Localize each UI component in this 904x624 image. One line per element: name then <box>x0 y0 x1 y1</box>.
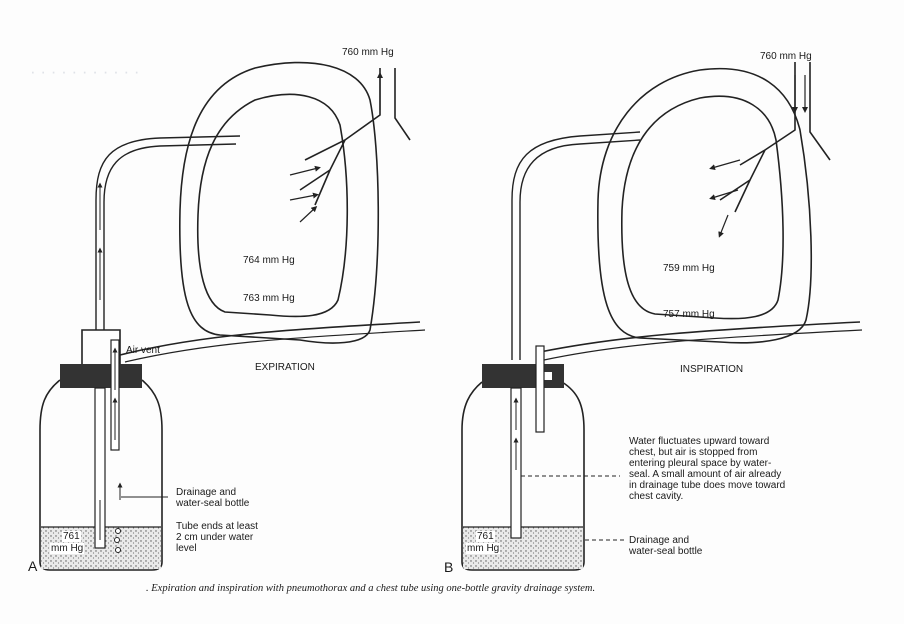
panel-a-lung-outline <box>178 61 411 344</box>
panel-a-skin-line <box>124 329 426 363</box>
panel-b-pressure-pleural-outer: 757 mm Hg <box>663 309 715 320</box>
panel-b-bottle-pressure-2: mm Hg <box>466 543 501 554</box>
panel-a-drainage-bottle <box>39 329 163 571</box>
bleed-through-text: · · · · · · · · · · · <box>30 62 140 81</box>
panel-b-bottle-pressure-1: 761 <box>476 531 495 542</box>
panel-b-pressure-atmospheric: 760 mm Hg <box>760 51 812 62</box>
panel-b-note-1: Water fluctuates upward toward <box>629 436 770 447</box>
figure-caption: . Expiration and inspiration with pneumo… <box>146 583 596 594</box>
panel-a-chest-tube <box>95 135 241 330</box>
panel-b-chest-tube <box>511 131 641 360</box>
panel-a-air-vent-tube <box>110 339 120 451</box>
panel-b-note-2: chest, but air is stopped from <box>629 447 758 458</box>
panel-b-note-6: chest cavity. <box>629 491 684 502</box>
panel-b-air-vent-tube <box>535 345 545 433</box>
panel-b-diaphragm-line <box>539 321 861 353</box>
panel-b-letter: B <box>444 559 454 575</box>
panel-b-note-3: entering pleural space by water- <box>629 458 772 469</box>
panel-a-diaphragm-line <box>119 321 421 356</box>
panel-a-airflow-arrows <box>289 72 383 223</box>
panel-b-airflow-arrows <box>709 75 808 238</box>
panel-b-note-4: seal. A small amount of air already <box>629 469 782 480</box>
panel-a-tube-label-1: Tube ends at least <box>176 521 258 532</box>
panel-b-bottle-label-2: water-seal bottle <box>629 546 703 557</box>
panel-a-tube-label-3: level <box>176 543 197 554</box>
panel-b-drainage-bottle <box>461 381 585 571</box>
panel-a-bottle-label-1: Drainage and <box>176 487 237 498</box>
panel-a-bottle-stopper <box>60 364 142 388</box>
panel-b-phase-label: INSPIRATION <box>680 364 744 375</box>
panel-a-bubbles <box>114 528 121 553</box>
panel-a-air-vent-label: Air vent <box>126 345 160 356</box>
panel-a-tube-label-2: 2 cm under water <box>176 532 254 543</box>
panel-b-pressure-pleural-inner: 759 mm Hg <box>663 263 715 274</box>
panel-a-bottle-label-2: water-seal bottle <box>176 498 250 509</box>
panel-a-pressure-pleural-outer: 763 mm Hg <box>243 293 295 304</box>
panel-a-phase-label: EXPIRATION <box>255 362 315 373</box>
panel-a-bottle-pressure-2: mm Hg <box>50 543 85 554</box>
panel-b-bottle-label-1: Drainage and <box>629 535 690 546</box>
panel-a-pressure-atmospheric: 760 mm Hg <box>342 47 394 58</box>
panel-b-note-5: in drainage tube does move toward <box>629 480 786 491</box>
panel-a-bottle-pressure-1: 761 <box>62 531 81 542</box>
panel-a-pressure-pleural-inner: 764 mm Hg <box>243 255 295 266</box>
panel-a-letter: A <box>28 558 38 574</box>
panel-b-skin-line <box>543 329 863 361</box>
